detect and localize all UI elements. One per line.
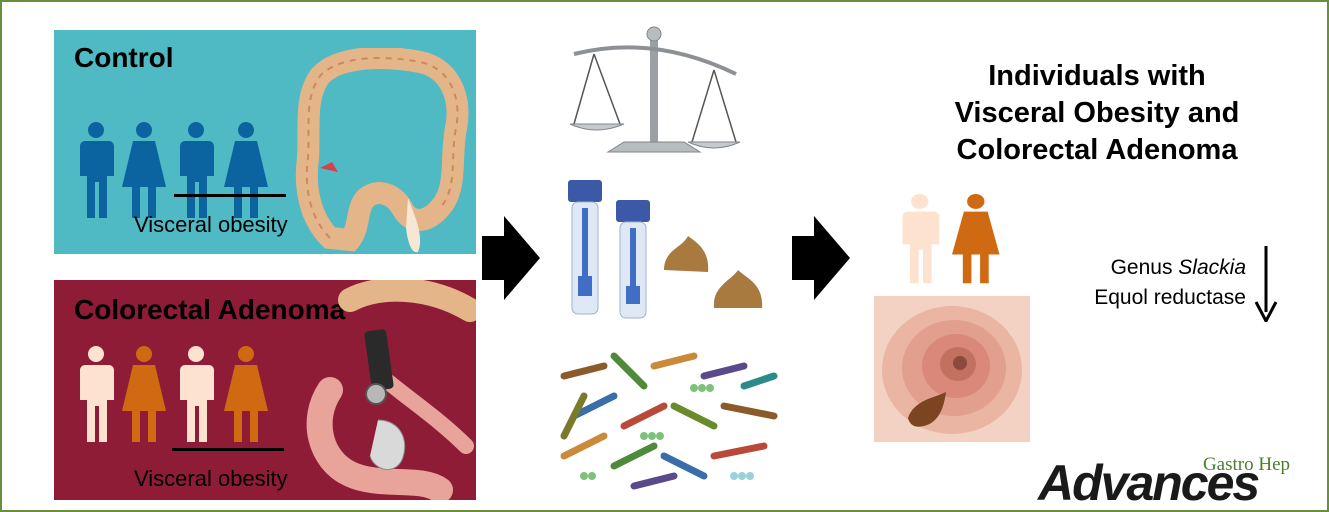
flow-arrow-icon bbox=[792, 216, 850, 300]
woman-icon bbox=[952, 194, 1000, 283]
finding-enzyme: Equol reductase bbox=[1046, 286, 1246, 310]
woman-icon bbox=[122, 122, 166, 218]
finding-genus-prefix: Genus bbox=[1111, 256, 1179, 279]
woman-icon bbox=[224, 346, 268, 442]
colon-illustration bbox=[290, 48, 470, 254]
control-panel: Control Visceral obesity bbox=[54, 30, 476, 254]
flow-arrow-icon bbox=[482, 216, 540, 300]
man-icon bbox=[902, 194, 939, 283]
adenoma-panel: Colorectal Adenoma Visceral obesity bbox=[54, 280, 476, 500]
down-arrow-icon bbox=[1254, 246, 1278, 322]
woman-icon bbox=[122, 346, 166, 442]
man-icon bbox=[180, 122, 214, 218]
endoscopy-view-illustration bbox=[874, 296, 1030, 442]
man-icon bbox=[80, 122, 114, 218]
obesity-underline bbox=[172, 448, 284, 451]
finding-genus-name: Slackia bbox=[1178, 256, 1246, 279]
adenoma-caption: Visceral obesity bbox=[134, 466, 288, 492]
stool-sample-tubes-icon bbox=[564, 180, 784, 320]
journal-logo: Advances Gastro Hep bbox=[1038, 454, 1296, 508]
results-title-line: Colorectal Adenoma bbox=[902, 132, 1292, 169]
results-title-line: Visceral Obesity and bbox=[902, 95, 1292, 132]
colonoscopy-illustration bbox=[290, 280, 476, 500]
patients-people-group bbox=[892, 194, 1010, 284]
man-icon bbox=[80, 346, 114, 442]
woman-icon bbox=[224, 122, 268, 218]
finding-genus: Genus Slackia bbox=[1046, 256, 1246, 280]
balance-scale-icon bbox=[564, 24, 744, 174]
control-title: Control bbox=[74, 42, 174, 74]
results-title-line: Individuals with bbox=[902, 58, 1292, 95]
adenoma-people-group bbox=[74, 346, 284, 442]
gut-microbiota-icon bbox=[544, 336, 794, 496]
obesity-underline bbox=[174, 194, 286, 197]
results-title: Individuals with Visceral Obesity and Co… bbox=[902, 58, 1292, 169]
man-icon bbox=[180, 346, 214, 442]
control-people-group bbox=[74, 122, 284, 218]
control-caption: Visceral obesity bbox=[134, 212, 288, 238]
logo-subtitle: Gastro Hep bbox=[1203, 454, 1290, 476]
